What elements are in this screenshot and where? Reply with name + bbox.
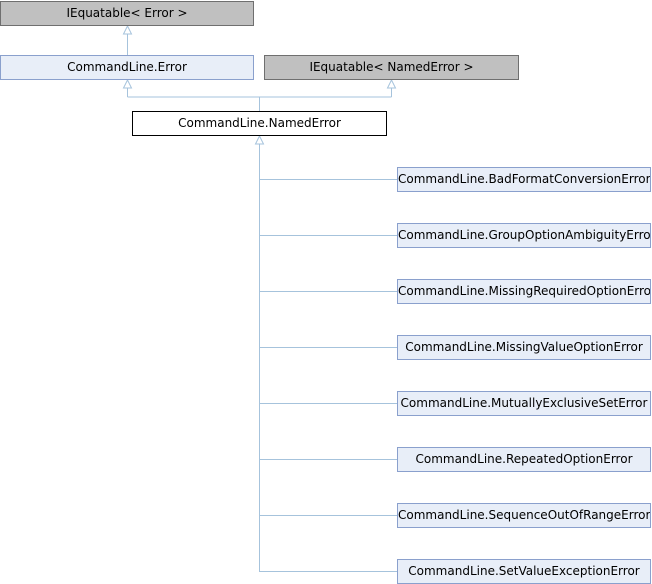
node-commandline-error[interactable]: CommandLine.Error — [0, 55, 254, 80]
node-iequatable-error: IEquatable< Error > — [0, 1, 254, 26]
edge-arrow-commandline-error — [122, 78, 133, 89]
node-missing-value-option-error[interactable]: CommandLine.MissingValueOptionError — [397, 335, 651, 360]
node-group-option-ambiguity-error[interactable]: CommandLine.GroupOptionAmbiguityError — [397, 223, 651, 248]
node-set-value-exception-error[interactable]: CommandLine.SetValueExceptionError — [397, 559, 651, 584]
edge-named-error-to-parents — [127, 88, 392, 111]
node-iequatable-named-error: IEquatable< NamedError > — [264, 55, 519, 80]
edge-arrow-iequatable-error — [122, 24, 133, 35]
node-mutually-exclusive-set-error[interactable]: CommandLine.MutuallyExclusiveSetError — [397, 391, 651, 416]
node-sequence-out-of-range-error[interactable]: CommandLine.SequenceOutOfRangeError — [397, 503, 651, 528]
node-bad-format-conversion-error[interactable]: CommandLine.BadFormatConversionError — [397, 167, 651, 192]
node-commandline-named-error: CommandLine.NamedError — [132, 111, 387, 136]
node-repeated-option-error[interactable]: CommandLine.RepeatedOptionError — [397, 447, 651, 472]
node-missing-required-option-error[interactable]: CommandLine.MissingRequiredOptionError — [397, 279, 651, 304]
edge-arrow-named-error — [254, 134, 265, 145]
edge-arrow-iequatable-named-error — [386, 78, 397, 89]
